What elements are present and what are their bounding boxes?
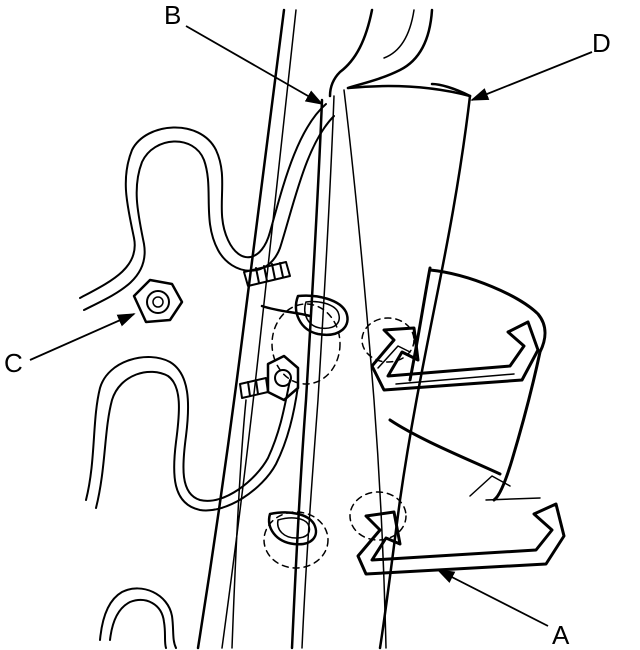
leader-line-c	[29, 313, 136, 361]
middle-seat-spring	[85, 356, 299, 512]
mounting-stud	[239, 261, 291, 399]
seat-spring-clip	[356, 266, 566, 576]
callout-label-a: A	[552, 620, 570, 650]
leader-lines	[29, 25, 593, 627]
leader-line-a	[436, 569, 549, 627]
leader-line-b	[185, 25, 324, 105]
upper-seat-spring	[79, 103, 335, 311]
leader-line-d	[470, 51, 593, 101]
callout-label-b: B	[164, 0, 181, 30]
seat-frame-wire	[290, 95, 335, 650]
callout-label-d: D	[592, 28, 611, 58]
detail-indicators	[263, 303, 415, 569]
callout-labels: A B C D	[4, 0, 611, 650]
callout-label-c: C	[4, 348, 23, 378]
side-frame-rail	[196, 8, 434, 650]
mounting-nut	[132, 278, 300, 402]
lower-seat-spring	[99, 587, 177, 649]
